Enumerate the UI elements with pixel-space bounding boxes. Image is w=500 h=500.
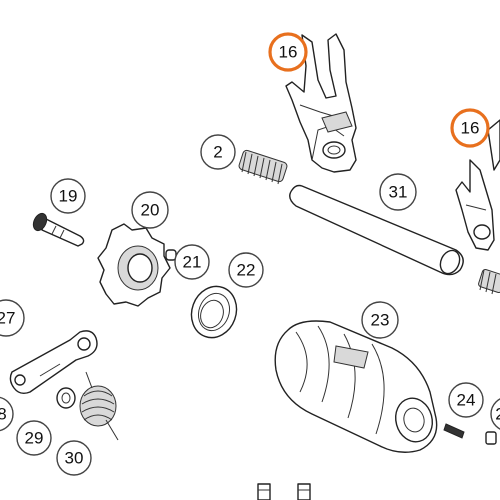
callout-29: 29 <box>16 420 52 456</box>
pin-part-21 <box>165 249 177 261</box>
callout-text: 16 <box>461 119 480 138</box>
callout-23: 23 <box>361 301 399 339</box>
callout-21: 21 <box>174 244 210 280</box>
callout-text: 23 <box>371 311 390 330</box>
callout-text: 29 <box>25 429 44 448</box>
lever-part-27 <box>9 330 98 395</box>
callout-text: 16 <box>279 43 298 62</box>
callout-24: 24 <box>448 382 484 418</box>
callout-text: 22 <box>237 261 256 280</box>
spring-right-partial <box>478 269 500 445</box>
callout-text: 31 <box>389 183 408 202</box>
callout-text: 20 <box>141 201 160 220</box>
bottom-bolts-partial <box>257 483 311 500</box>
callout-text: 19 <box>59 187 78 206</box>
callout-28-partial: 8 <box>0 396 14 432</box>
screw-part-24 <box>443 423 465 439</box>
bolt-part-19 <box>32 212 85 247</box>
callout-16-upper: 16 <box>268 32 308 72</box>
callout-2: 2 <box>200 134 236 170</box>
callout-text: 24 <box>457 391 476 410</box>
callout-22: 22 <box>228 252 264 288</box>
callout-16-right: 16 <box>450 108 490 148</box>
callout-31: 31 <box>379 173 417 211</box>
spring-part-2 <box>238 149 288 185</box>
callout-text: 2 <box>495 405 500 424</box>
callout-text: 8 <box>0 405 7 424</box>
callout-text: 21 <box>183 253 202 272</box>
shift-fork-upper <box>285 33 357 173</box>
shift-star-part-20 <box>97 223 171 307</box>
callout-text: 2 <box>213 143 222 162</box>
washer-part-28 <box>56 387 76 409</box>
callout-19: 19 <box>50 178 86 214</box>
callout-27: 27 <box>0 299 25 337</box>
callout-text: 30 <box>65 449 84 468</box>
callout-25-partial: 2 <box>490 398 500 430</box>
callout-20: 20 <box>131 191 169 229</box>
ring-part-22 <box>190 285 238 339</box>
callout-text: 27 <box>0 309 15 328</box>
torsion-spring-part-30 <box>79 371 119 441</box>
callout-30: 30 <box>56 440 92 476</box>
shift-fork-right <box>455 119 500 251</box>
shift-drum-part-23 <box>274 320 438 453</box>
shift-rail-31 <box>289 184 464 276</box>
